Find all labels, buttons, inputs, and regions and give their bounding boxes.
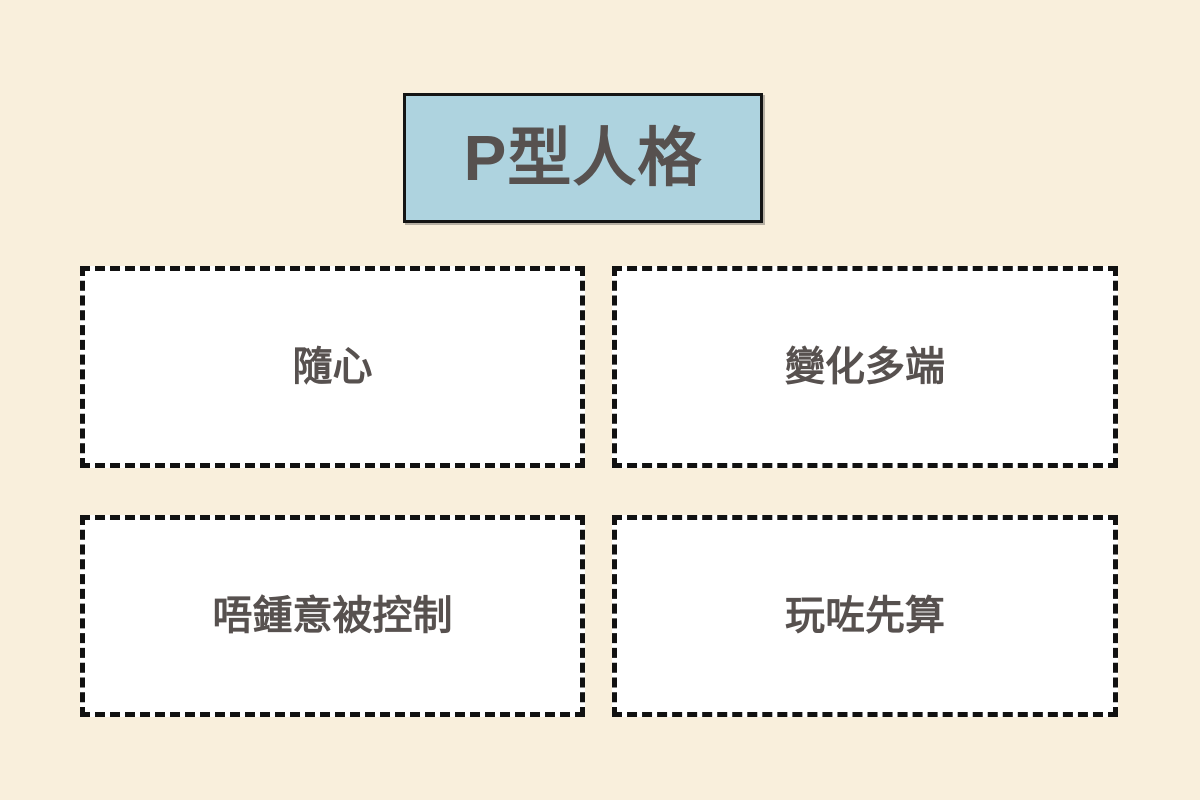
title-box: P型人格 [403, 93, 763, 223]
card-label: 變化多端 [785, 345, 945, 389]
card-label: 唔鍾意被控制 [212, 594, 453, 638]
card-label: 玩咗先算 [785, 594, 945, 638]
diagram-title: P型人格 [463, 122, 703, 194]
card-top-right: 變化多端 [612, 266, 1118, 468]
card-bottom-right: 玩咗先算 [612, 515, 1118, 717]
card-top-left: 隨心 [80, 266, 585, 468]
card-bottom-left: 唔鍾意被控制 [80, 515, 585, 717]
card-label: 隨心 [292, 345, 373, 389]
